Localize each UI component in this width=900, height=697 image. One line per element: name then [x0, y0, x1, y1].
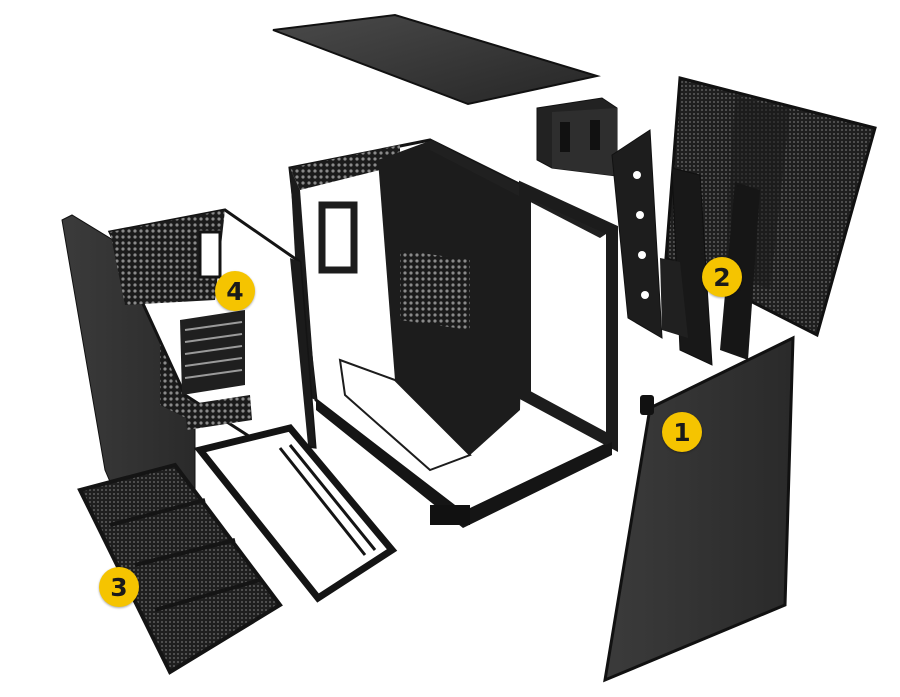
- bottom-dust-filter: [77, 462, 283, 675]
- rear-frame: [107, 208, 317, 449]
- callout-4-label: 4: [226, 276, 244, 306]
- callout-2-label: 2: [713, 262, 731, 292]
- callout-2-badge: 2: [702, 257, 742, 297]
- callout-4-badge: 4: [215, 271, 255, 311]
- callout-1-label: 1: [673, 417, 691, 447]
- drive-cage: [536, 97, 618, 177]
- top-glass-panel: [272, 13, 601, 106]
- main-chassis: [288, 138, 618, 528]
- fan-bracket: [611, 129, 663, 339]
- right-glass-panel: [603, 335, 795, 683]
- callout-1-badge: 1: [662, 412, 702, 452]
- callout-3-badge: 3: [99, 567, 139, 607]
- bottom-rail: [193, 424, 398, 603]
- callout-3-label: 3: [110, 572, 128, 602]
